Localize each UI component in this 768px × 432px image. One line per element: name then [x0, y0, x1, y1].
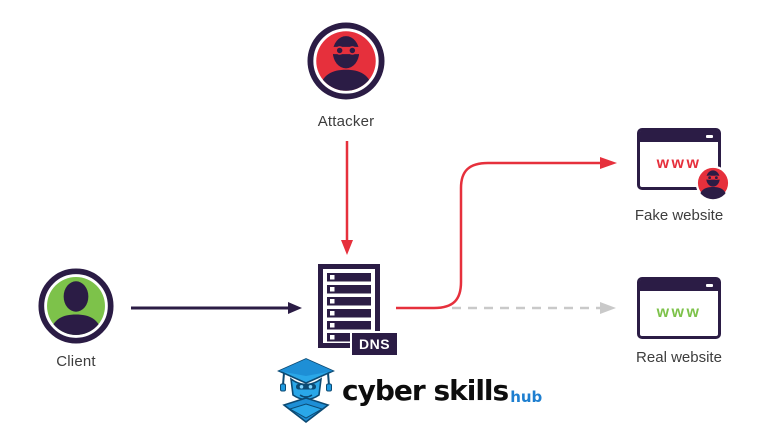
attacker-node: Attacker [296, 22, 396, 130]
blue-graduate-mascot-icon [277, 358, 335, 424]
logo-suffix-text: hub [510, 388, 543, 406]
client-node: Client [26, 268, 126, 370]
arrow-dns-to-real-website [452, 302, 616, 314]
hacker-badge-icon [695, 165, 731, 201]
hacker-avatar-icon [307, 22, 385, 100]
dns-badge: DNS [350, 331, 399, 357]
real-website-www-text: www [656, 304, 702, 321]
fake-website-label: Fake website [634, 207, 724, 224]
real-website-window-icon: www [637, 277, 721, 339]
minimize-dash-icon [706, 284, 713, 287]
person-avatar-icon [38, 268, 114, 344]
fake-website-www-text: www [656, 155, 702, 172]
real-website-label: Real website [636, 349, 722, 366]
fake-website-window-icon: www [637, 128, 731, 201]
cyber-skills-hub-logo: cyber skills hub [276, 358, 542, 424]
attacker-label: Attacker [317, 113, 375, 130]
browser-title-bar [640, 131, 718, 142]
arrow-attacker-to-dns [341, 141, 353, 255]
arrow-dns-to-fake-website [396, 157, 617, 310]
arrow-client-to-dns [131, 302, 302, 314]
logo-text: cyber skills hub [342, 374, 543, 407]
browser-title-bar [640, 280, 718, 291]
logo-brand-text: cyber skills [342, 374, 509, 407]
minimize-dash-icon [706, 135, 713, 138]
client-label: Client [56, 353, 96, 370]
